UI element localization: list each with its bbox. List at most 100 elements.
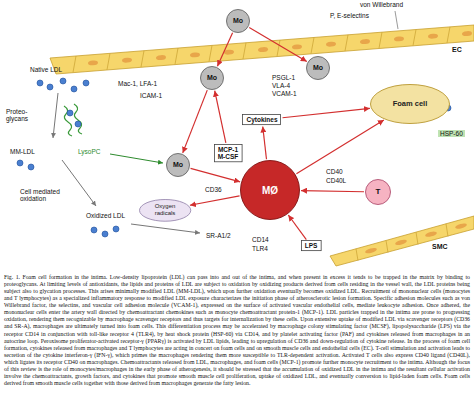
process-arrow xyxy=(62,160,96,206)
ldl-particle xyxy=(67,110,73,116)
node-label: Foam cell xyxy=(393,100,428,108)
cell-divider xyxy=(243,43,246,59)
part-label: CD40L xyxy=(326,177,346,184)
ldl-particle xyxy=(17,160,23,166)
part-label: MM-LDL xyxy=(10,148,35,155)
connector-arrow xyxy=(301,191,364,192)
cell-nucleus xyxy=(258,47,268,53)
ldl-particle xyxy=(83,80,89,86)
process-box: Cytokines xyxy=(242,114,281,125)
cell-divider xyxy=(386,240,388,252)
cell-divider xyxy=(175,48,178,64)
foam-cell: Foam cell xyxy=(370,84,450,124)
part-label: VLA-4 xyxy=(272,82,290,89)
ldl-particle xyxy=(47,84,53,90)
process-arrow xyxy=(53,93,58,138)
part-label: Native LDL xyxy=(30,66,62,73)
cell-divider xyxy=(356,249,358,261)
cell-divider xyxy=(107,53,110,69)
cell-outline xyxy=(167,154,190,177)
cell-outline xyxy=(201,67,224,90)
part-label: PSGL-1 xyxy=(272,74,295,81)
node-label: Mo xyxy=(233,17,243,25)
cell-divider xyxy=(277,40,280,56)
box-outline xyxy=(243,115,281,125)
cell-outline xyxy=(241,161,300,220)
cell-divider xyxy=(141,51,144,67)
cell-outline xyxy=(139,199,190,221)
t-cell: T xyxy=(365,179,391,205)
endothelial-cells xyxy=(73,27,472,73)
cell-nucleus xyxy=(425,231,438,238)
cell-divider xyxy=(447,27,450,43)
cell-nucleus xyxy=(122,57,132,63)
node-label: Cytokines xyxy=(246,116,277,123)
cell-divider xyxy=(73,56,76,72)
cell-nucleus xyxy=(88,60,98,66)
part-label: Proteo- glycans xyxy=(6,108,36,123)
node-label: MCP-1 xyxy=(218,146,238,153)
cell-divider xyxy=(416,232,418,244)
node-label: LPS xyxy=(305,242,318,249)
cell-divider xyxy=(379,32,382,48)
part-label: P, E-selectins xyxy=(330,12,369,19)
cell-divider xyxy=(413,30,416,46)
ldl-particles xyxy=(17,78,451,237)
cell-outline xyxy=(371,85,450,124)
process-arrow xyxy=(131,224,200,233)
cell-nucleus xyxy=(326,41,336,47)
figure-caption: Fig. 1. Foam cell formation in the intim… xyxy=(4,274,470,387)
smooth-muscle-band xyxy=(330,216,474,266)
part-label: Mac-1, LFA-1 xyxy=(118,80,157,87)
ldl-particle xyxy=(28,164,34,170)
monocyte-cell: Mo xyxy=(166,153,190,177)
cell-nucleus xyxy=(462,31,472,37)
connector-arrow xyxy=(190,196,240,205)
node-label: T xyxy=(376,188,381,197)
proteoglycan-strand xyxy=(74,104,82,134)
part-label: SR-A1/2 xyxy=(206,232,231,239)
cell-divider xyxy=(209,45,212,61)
connector-arrow xyxy=(183,90,208,153)
part-label: CD14 xyxy=(252,236,269,243)
cell-nucleus xyxy=(394,36,404,42)
ldl-particle xyxy=(71,86,77,92)
box-outline xyxy=(301,241,321,251)
radical-cloud: Oxygen radicals xyxy=(139,199,191,222)
cell-nucleus xyxy=(190,52,200,58)
cell-divider xyxy=(446,224,448,237)
part-label: ICAM-1 xyxy=(140,92,162,99)
endothelium-band xyxy=(50,25,474,74)
box-outline xyxy=(214,144,242,161)
part-label: Oxidized LDL xyxy=(86,212,125,219)
connector-arrow xyxy=(263,127,267,160)
node-label: Oxygen radicals xyxy=(148,203,182,216)
node-label: Mo xyxy=(173,161,183,169)
process-box: MCP-1M-CSF xyxy=(214,144,243,162)
connector-arrow xyxy=(217,33,232,66)
node-label: MØ xyxy=(262,185,278,196)
proteoglycan-strand xyxy=(64,106,72,136)
node-label: Mo xyxy=(313,64,323,72)
part-label: SMC xyxy=(432,243,448,251)
cell-nucleus xyxy=(360,39,370,45)
ldl-particle xyxy=(60,78,66,84)
connector-arrow xyxy=(296,120,383,174)
cell-nucleus xyxy=(224,49,234,55)
ldl-particle xyxy=(91,227,97,233)
part-label: CD40 xyxy=(326,168,343,175)
leader-line xyxy=(395,11,398,29)
part-label: von Willebrand xyxy=(360,1,403,8)
ldl-particle xyxy=(75,121,81,127)
connector-arrow xyxy=(249,28,307,62)
cell-nucleus xyxy=(395,239,408,246)
connector-arrow xyxy=(215,91,226,143)
part-label: TLR4 xyxy=(252,245,268,252)
cell-nucleus xyxy=(365,247,378,254)
ldl-particle xyxy=(37,80,43,86)
lysopc-arrow xyxy=(110,154,163,163)
cell-nucleus xyxy=(428,33,438,39)
node-label: M-CSF xyxy=(218,153,239,160)
cell-divider xyxy=(345,35,348,51)
